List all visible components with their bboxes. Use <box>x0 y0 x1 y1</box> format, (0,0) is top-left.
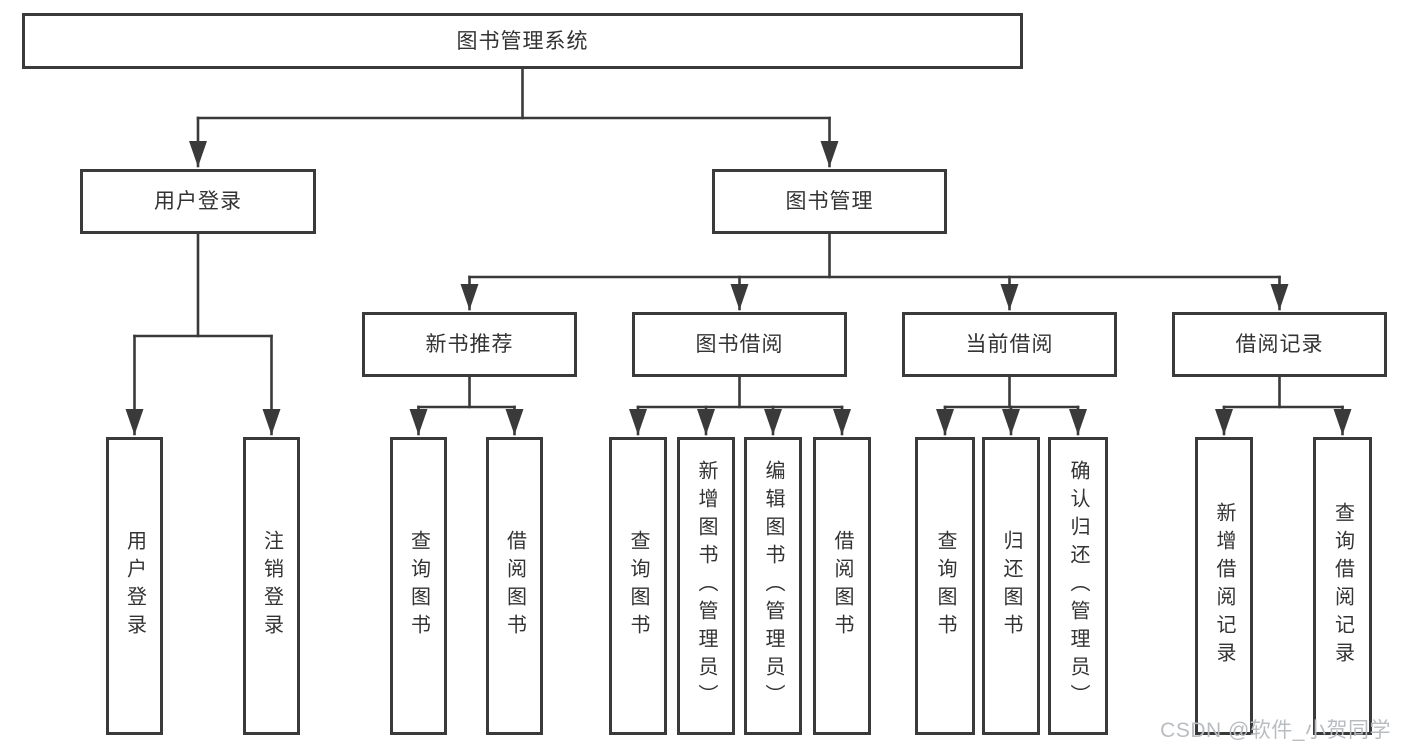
leaf-label: 查询借阅记录 <box>1331 502 1354 670</box>
leaf-label: 编辑图书（管理员） <box>762 460 784 712</box>
node-borrowing-records: 借阅记录 <box>1172 312 1387 377</box>
leaf-label: 查询图书 <box>627 530 649 642</box>
leaf-recommend-query-books: 查询图书 <box>390 437 447 735</box>
node-library-system: 图书管理系统 <box>22 13 1023 69</box>
leaf-label: 查询图书 <box>934 530 956 642</box>
leaf-label: 新增图书（管理员） <box>695 460 717 712</box>
leaf-borrowing-edit-books-admin: 编辑图书（管理员） <box>744 437 802 735</box>
leaf-logout: 注销登录 <box>243 437 300 735</box>
leaf-current-query-books: 查询图书 <box>915 437 975 735</box>
leaf-label: 用户登录 <box>123 530 146 642</box>
node-current-borrowing: 当前借阅 <box>902 312 1117 377</box>
leaf-current-confirm-return-admin: 确认归还（管理员） <box>1048 437 1108 735</box>
leaf-label: 借阅图书 <box>503 530 526 642</box>
leaf-records-add-borrow-record: 新增借阅记录 <box>1195 437 1253 735</box>
leaf-label: 新增借阅记录 <box>1213 502 1235 670</box>
leaf-label: 借阅图书 <box>831 530 853 642</box>
node-user-login: 用户登录 <box>80 169 316 234</box>
leaf-current-return-books: 归还图书 <box>982 437 1040 735</box>
leaf-recommend-borrow-books: 借阅图书 <box>486 437 543 735</box>
leaf-label: 注销登录 <box>260 530 283 642</box>
node-new-book-recommend: 新书推荐 <box>362 312 577 377</box>
leaf-label: 查询图书 <box>407 530 430 642</box>
leaf-user-login: 用户登录 <box>106 437 163 735</box>
leaf-borrowing-query-books: 查询图书 <box>609 437 667 735</box>
node-book-management: 图书管理 <box>712 169 947 234</box>
csdn-watermark: CSDN @软件_小贺同学 <box>1160 719 1391 742</box>
leaf-borrowing-add-books-admin: 新增图书（管理员） <box>677 437 735 735</box>
leaf-label: 确认归还（管理员） <box>1067 460 1089 712</box>
leaf-borrowing-borrow-books: 借阅图书 <box>813 437 871 735</box>
leaf-records-query-borrow-record: 查询借阅记录 <box>1313 437 1372 735</box>
node-book-borrowing: 图书借阅 <box>632 312 847 377</box>
leaf-label: 归还图书 <box>1000 530 1022 642</box>
